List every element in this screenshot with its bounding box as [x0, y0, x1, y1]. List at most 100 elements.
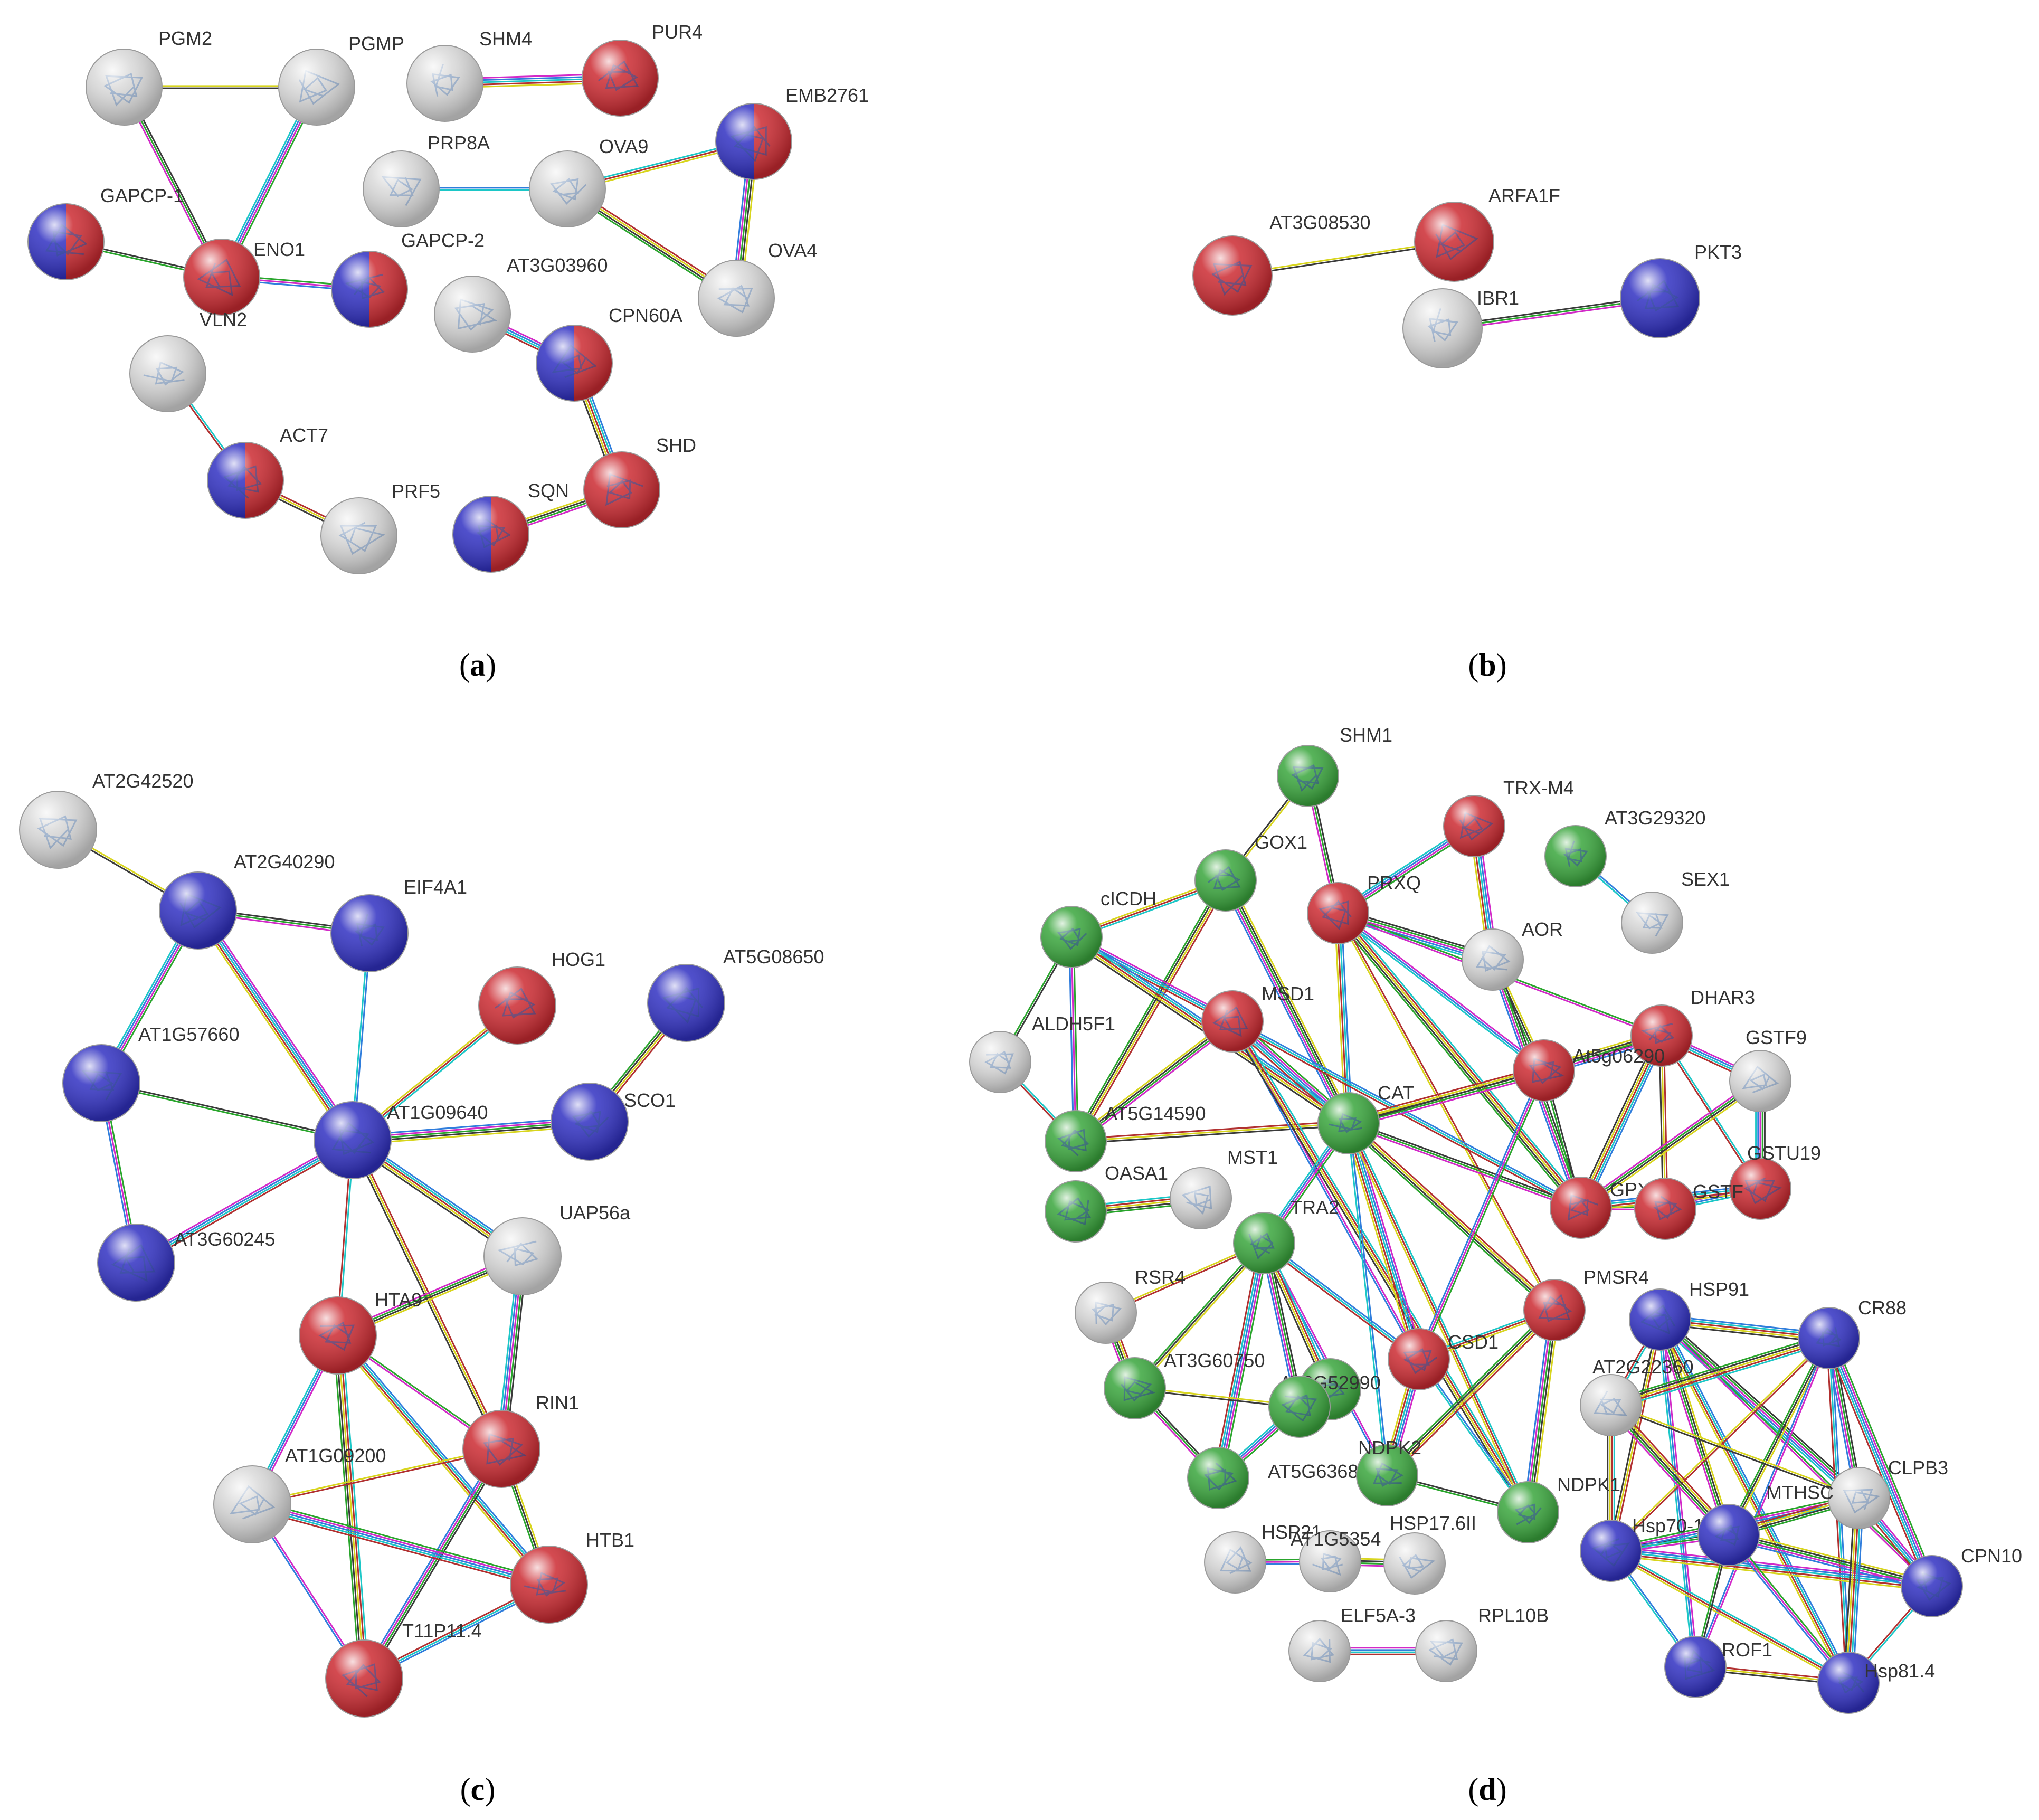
- node-AOR[interactable]: AOR: [1462, 918, 1563, 991]
- node-HSP17.6II[interactable]: HSP17.6II: [1390, 1512, 1476, 1534]
- node-AT5G63680[interactable]: AT5G63680: [1268, 1376, 1369, 1482]
- node-MSD1[interactable]: MSD1: [1201, 983, 1314, 1053]
- node-AT1G09640[interactable]: AT1G09640: [314, 1101, 488, 1179]
- edge-stripe: [1578, 1034, 1661, 1207]
- node-TRX-M4[interactable]: TRX-M4: [1443, 777, 1574, 857]
- node-AT1G09200[interactable]: AT1G09200: [213, 1445, 386, 1543]
- node-PGMP[interactable]: PGMP: [278, 33, 404, 126]
- node-GSTU19[interactable]: GSTU19: [1729, 1142, 1821, 1220]
- node-SEX1[interactable]: SEX1: [1621, 868, 1730, 954]
- node-Hsp81.4[interactable]: Hsp81.4: [1817, 1652, 1935, 1714]
- edge-stripe: [1336, 913, 1349, 1124]
- node-ALDH5F1[interactable]: ALDH5F1: [969, 1013, 1115, 1093]
- node-AT2G22360[interactable]: AT2G22360: [1580, 1356, 1693, 1436]
- node-ENO1[interactable]: ENO1: [183, 239, 305, 316]
- node-GSTF9[interactable]: GSTF9: [1729, 1027, 1807, 1112]
- node-RSR4[interactable]: RSR4: [1075, 1266, 1186, 1344]
- node-HOG1[interactable]: HOG1: [478, 949, 605, 1045]
- edge-stripe: [1221, 882, 1345, 1126]
- node-CPN10[interactable]: CPN10: [1901, 1545, 2022, 1617]
- node-SCO1[interactable]: SCO1: [551, 1083, 676, 1161]
- node-Hsp70-15[interactable]: Hsp70-15: [1580, 1515, 1714, 1582]
- node-GPX7[interactable]: GPX7: [1550, 1177, 1661, 1239]
- node-AT1G57660[interactable]: AT1G57660: [62, 1023, 239, 1122]
- node-gloss: [1187, 1447, 1249, 1509]
- node-IBR1[interactable]: IBR1: [1402, 287, 1519, 368]
- node-DHAR3[interactable]: DHAR3: [1630, 987, 1755, 1067]
- edge-stripe: [1339, 911, 1583, 1207]
- node-PRP8A[interactable]: PRP8A: [363, 132, 490, 228]
- node-CLPB3[interactable]: CLPB3: [1828, 1457, 1948, 1529]
- node-AT3G60750[interactable]: AT3G60750: [1104, 1350, 1265, 1419]
- node-AT3G60245[interactable]: AT3G60245: [97, 1224, 275, 1302]
- edge-stripe: [251, 1508, 548, 1590]
- node-VLN2[interactable]: VLN2: [129, 309, 247, 412]
- node-OVA9[interactable]: OVA9: [529, 136, 648, 228]
- node-SQN[interactable]: SQN: [452, 480, 569, 573]
- node-EIF4A1[interactable]: EIF4A1: [330, 876, 467, 972]
- node-label: ROF1: [1722, 1639, 1772, 1661]
- node-PRXQ[interactable]: PRXQ: [1307, 872, 1421, 944]
- node-PRF5[interactable]: PRF5: [320, 480, 440, 574]
- node-OASA1[interactable]: OASA1: [1045, 1162, 1168, 1243]
- node-HTA9[interactable]: HTA9: [299, 1289, 422, 1375]
- node-At5g06290[interactable]: At5g06290: [1513, 1039, 1665, 1102]
- node-AT5G08650[interactable]: AT5G08650: [647, 946, 824, 1042]
- node-GAPCP-1[interactable]: GAPCP-1: [27, 185, 184, 280]
- node-PKT3[interactable]: PKT3: [1620, 241, 1742, 338]
- node-CSD1[interactable]: CSD1: [1388, 1328, 1499, 1390]
- edge-stripe: [1340, 913, 1353, 1123]
- node-UAP56a[interactable]: UAP56a: [483, 1202, 631, 1295]
- node-AT3G03960[interactable]: AT3G03960: [434, 254, 608, 353]
- edge-stripe: [1843, 1497, 1856, 1683]
- node-AT3G29320[interactable]: AT3G29320: [1544, 807, 1705, 887]
- node-MTHSC-node[interactable]: [1697, 1504, 1760, 1566]
- node-AT2G40290[interactable]: AT2G40290: [159, 851, 335, 950]
- node-NDPK2[interactable]: NDPK2: [1356, 1437, 1421, 1506]
- node-label: ARFA1F: [1488, 185, 1560, 206]
- node-AT3G08530[interactable]: AT3G08530: [1192, 212, 1370, 316]
- node-RPL10B[interactable]: RPL10B: [1415, 1605, 1549, 1682]
- node-NDPK1[interactable]: NDPK1: [1497, 1474, 1620, 1543]
- node-TRA2[interactable]: TRA2: [1233, 1197, 1339, 1274]
- node-PUR4[interactable]: PUR4: [582, 21, 703, 117]
- node-AT2G42520[interactable]: AT2G42520: [19, 770, 193, 869]
- edge-stripe: [353, 1123, 590, 1143]
- node-GOX1[interactable]: GOX1: [1194, 831, 1307, 912]
- node-GSTF[interactable]: GSTF: [1634, 1178, 1743, 1240]
- node-HSP91[interactable]: HSP91: [1629, 1278, 1749, 1351]
- node-CAT[interactable]: CAT: [1317, 1082, 1414, 1154]
- node-SHD[interactable]: SHD: [583, 434, 696, 528]
- node-AT5G14590[interactable]: AT5G14590: [1045, 1103, 1206, 1172]
- node-T11P11.4[interactable]: T11P11.4: [325, 1620, 482, 1718]
- node-ACT7[interactable]: ACT7: [207, 424, 328, 519]
- node-RIN1[interactable]: RIN1: [462, 1392, 579, 1488]
- node-MST1[interactable]: MST1: [1170, 1146, 1278, 1229]
- node-label: GSTF9: [1746, 1027, 1807, 1048]
- node-CR88[interactable]: CR88: [1798, 1297, 1907, 1369]
- node-PMSR4[interactable]: PMSR4: [1523, 1266, 1649, 1341]
- node-HTB1[interactable]: HTB1: [510, 1529, 634, 1624]
- edge-stripe: [1334, 915, 1578, 1211]
- node-ELF5A-3[interactable]: ELF5A-3: [1288, 1605, 1416, 1682]
- node-SHM4[interactable]: SHM4: [406, 28, 532, 122]
- edge-stripe: [1657, 1320, 1694, 1667]
- node-CPN60A[interactable]: CPN60A: [536, 305, 682, 402]
- node-ARFA1F[interactable]: ARFA1F: [1414, 185, 1560, 282]
- node-MTHSC[interactable]: MTHSC: [1766, 1482, 1834, 1503]
- node-EXTRA-white[interactable]: [1383, 1532, 1446, 1595]
- node-PGM2[interactable]: PGM2: [86, 27, 212, 126]
- node-SHM1[interactable]: SHM1: [1277, 724, 1392, 807]
- node-OVA4[interactable]: OVA4: [698, 240, 817, 337]
- node-ROF1[interactable]: ROF1: [1664, 1636, 1772, 1698]
- node-gloss: [647, 964, 725, 1042]
- node-cICDH[interactable]: cICDH: [1040, 888, 1156, 968]
- node-GAPCP-2[interactable]: GAPCP-2: [331, 230, 485, 328]
- edge-stripe: [1348, 1124, 1581, 1211]
- node-AT1G53540[interactable]: AT1G5354: [1291, 1528, 1381, 1593]
- node-EMB2761[interactable]: EMB2761: [715, 84, 869, 180]
- node-gloss: [1299, 1530, 1361, 1593]
- edge-HTA9-T11P11.4: [333, 1335, 369, 1679]
- node-label: OVA9: [599, 136, 648, 157]
- node-TRA2-low[interactable]: [1187, 1447, 1249, 1509]
